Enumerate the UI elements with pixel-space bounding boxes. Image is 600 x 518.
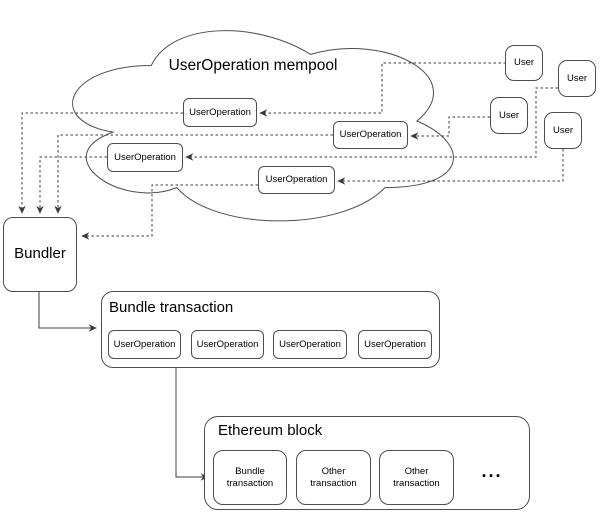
connector-bundler-to-bundle-transaction [38, 292, 97, 332]
bundle-transaction-title: Bundle transaction [109, 299, 234, 316]
block-more-transactions-ellipsis: ... [481, 460, 503, 481]
mempool-userop-node-4: UserOperation [258, 166, 335, 194]
user-node-1: User [505, 45, 543, 81]
user-node-4: User [544, 112, 582, 149]
user-node-3: User [490, 97, 528, 134]
block-other-transaction-node-2: Other transaction [379, 450, 454, 505]
mempool-userop-node-1: UserOperation [183, 98, 257, 127]
connector-user1-to-userop1 [259, 62, 506, 117]
mempool-userop-node-3: UserOperation [107, 143, 183, 172]
bundle-userop-node-4: UserOperation [358, 330, 432, 359]
connector-userop4-to-bundler [81, 184, 258, 240]
bundle-userop-node-2: UserOperation [191, 330, 264, 359]
connector-userop2-to-bundler [54, 134, 333, 214]
connector-user3-to-userop2 [410, 116, 490, 140]
user-node-2: User [558, 60, 596, 97]
ethereum-block-title: Ethereum block [218, 422, 323, 439]
connector-user4-to-userop4 [337, 149, 564, 185]
connector-userop3-to-bundler [36, 156, 107, 214]
bundler-node: Bundler [3, 217, 77, 292]
bundle-userop-node-1: UserOperation [108, 330, 181, 359]
mempool-title: UserOperation mempool [168, 57, 338, 74]
bundle-userop-node-3: UserOperation [273, 330, 347, 359]
mempool-cloud [72, 30, 454, 222]
connector-bundle-to-ethereum-block [175, 360, 209, 481]
connector-userop1-to-bundler [18, 112, 183, 214]
block-other-transaction-node-1: Other transaction [296, 450, 371, 505]
block-bundle-transaction-node: Bundle transaction [213, 450, 287, 505]
mempool-userop-node-2: UserOperation [333, 121, 408, 149]
connector-user2-to-userop3 [185, 87, 558, 161]
